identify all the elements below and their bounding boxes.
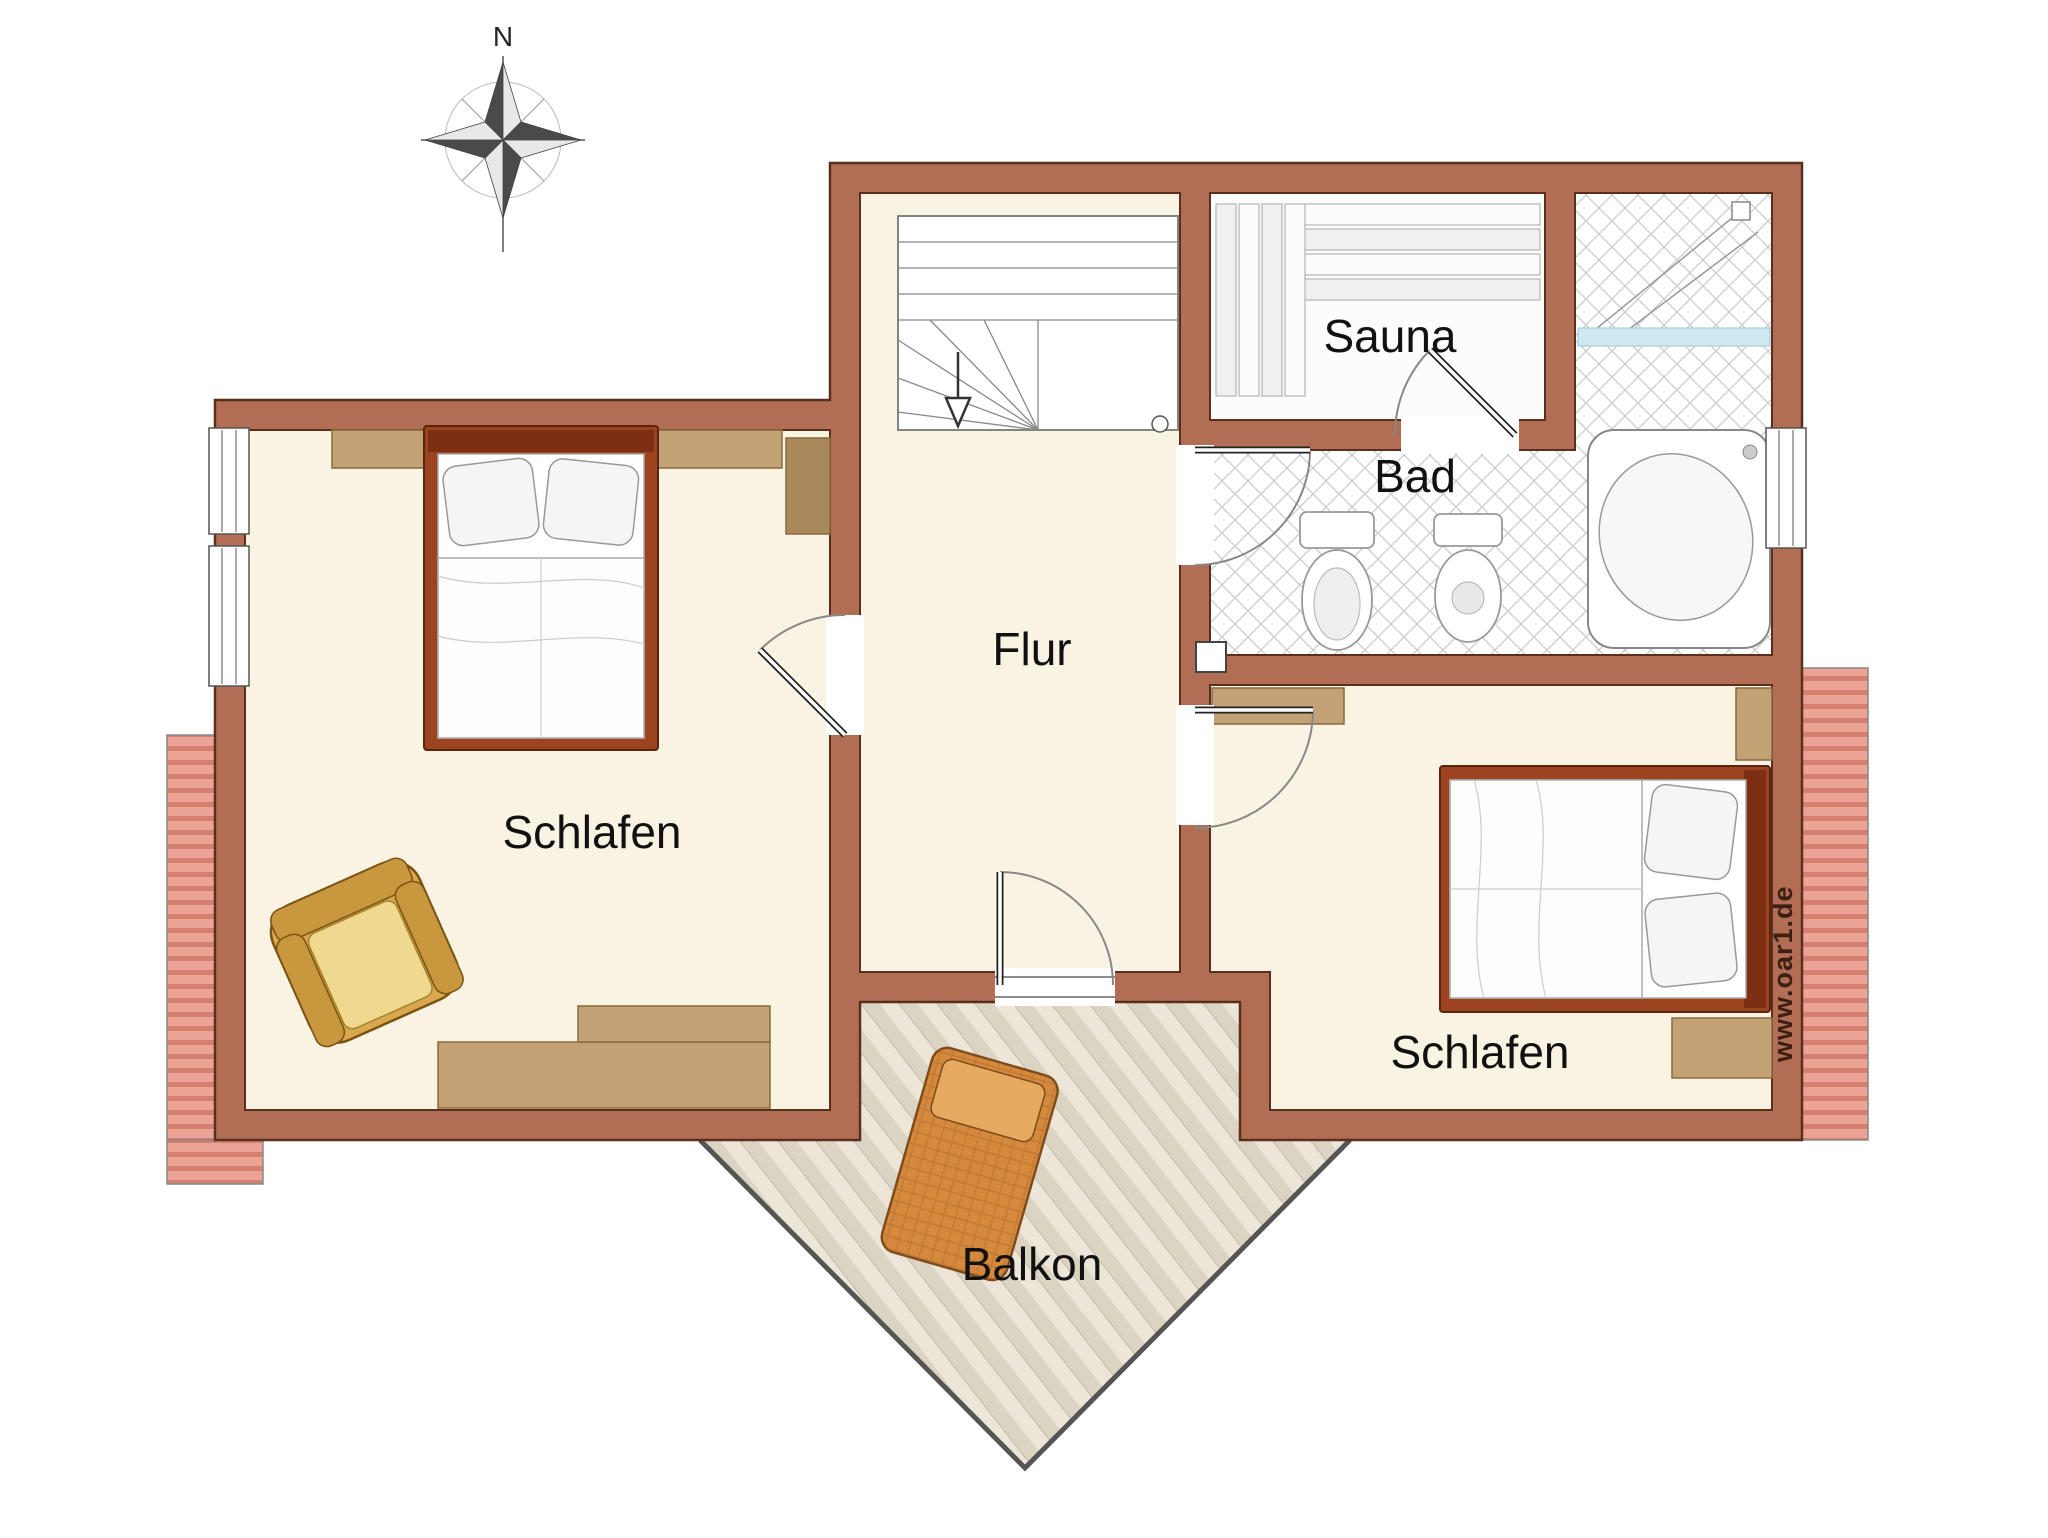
pillow <box>1644 892 1738 988</box>
bed-double-right <box>1439 765 1771 1013</box>
room-label-bedroom-right: Schlafen <box>1390 1026 1569 1078</box>
roof-area-left <box>166 734 264 1185</box>
room-label-hall: Flur <box>992 623 1071 675</box>
room-label-bath: Bad <box>1374 450 1456 502</box>
window <box>208 427 250 535</box>
window <box>208 545 250 687</box>
window <box>1765 427 1807 549</box>
pillow <box>1643 783 1739 881</box>
duct-shaft <box>1195 641 1227 673</box>
bed-headboard <box>428 430 654 452</box>
lounge-chair <box>880 1046 1059 1282</box>
shower <box>1577 201 1771 347</box>
bathtub-faucet <box>1742 444 1758 460</box>
wardrobe-left-a <box>331 429 425 469</box>
room-label-bedroom-left: Schlafen <box>502 806 681 858</box>
bathtub <box>1587 429 1771 649</box>
watermark-text: www.oar1.de <box>1768 885 1798 1063</box>
bed-headboard <box>1744 770 1766 1008</box>
pillow <box>442 457 540 547</box>
armchair <box>269 857 464 1048</box>
stair-direction-arrow <box>944 352 972 430</box>
stair-newel <box>1151 415 1169 433</box>
door-bedroom-left <box>757 613 864 738</box>
wardrobe-left-b <box>655 429 831 535</box>
balcony-railing <box>698 1138 1352 1472</box>
bed-double-left <box>423 425 659 751</box>
sauna-bench-top <box>1301 203 1541 301</box>
roof-area-right <box>1801 667 1869 1141</box>
pillow <box>542 458 640 546</box>
door-balcony <box>995 871 1115 1006</box>
room-label-balcony: Balkon <box>962 1238 1103 1290</box>
stairs <box>897 215 1179 433</box>
door-sauna <box>1393 347 1519 454</box>
door-bedroom-right <box>1176 705 1314 829</box>
wardrobe-left-bottom <box>437 1005 771 1109</box>
shower-screen <box>1577 327 1771 347</box>
shower-drain <box>1731 201 1751 221</box>
bidet <box>1433 513 1503 643</box>
wardrobe-right-b <box>1671 1017 1773 1079</box>
compass-north-label: N <box>493 21 513 52</box>
door-bath <box>1176 445 1311 566</box>
sauna-bench-left <box>1215 203 1306 397</box>
wardrobe-right-a <box>1211 687 1773 761</box>
toilet <box>1299 511 1375 651</box>
room-floor-sauna <box>1209 192 1546 421</box>
room-label-sauna: Sauna <box>1323 310 1456 362</box>
building-outline <box>213 161 1804 1142</box>
compass-rose-icon: N <box>421 21 585 252</box>
